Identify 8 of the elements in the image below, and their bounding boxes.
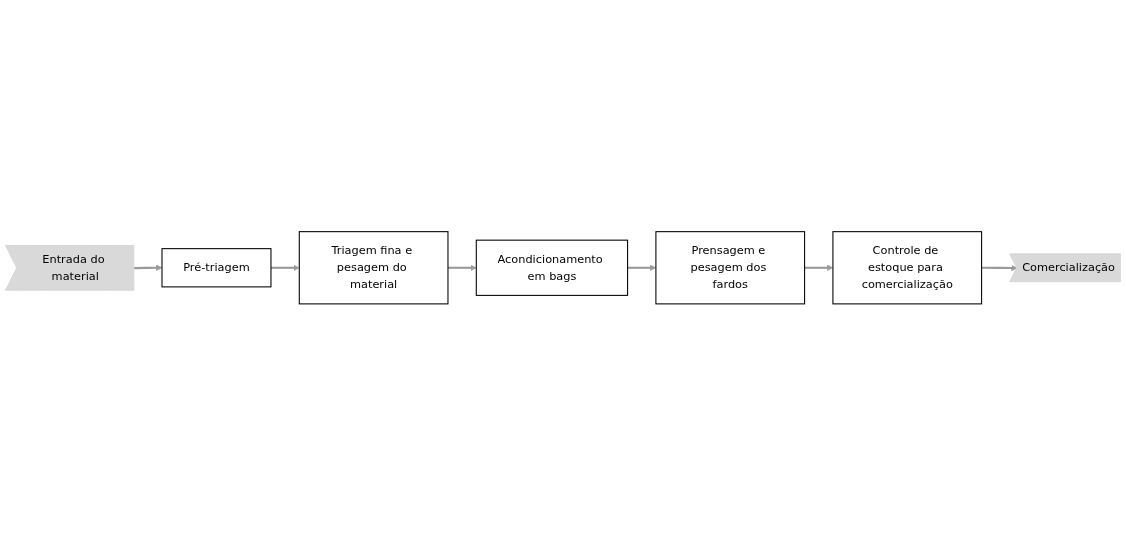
- node-box: Pré-triagem: [161, 248, 272, 288]
- arrow: [981, 265, 1018, 272]
- node-box: Prensagem e pesagem dos fardos: [655, 231, 806, 305]
- node-box: Acondicionamento em bags: [475, 239, 629, 297]
- node-box: Triagem fina e pesagem do material: [298, 231, 449, 305]
- arrow: [447, 264, 477, 272]
- arrow: [270, 264, 300, 272]
- node-box: Controle de estoque para comercialização: [832, 231, 983, 305]
